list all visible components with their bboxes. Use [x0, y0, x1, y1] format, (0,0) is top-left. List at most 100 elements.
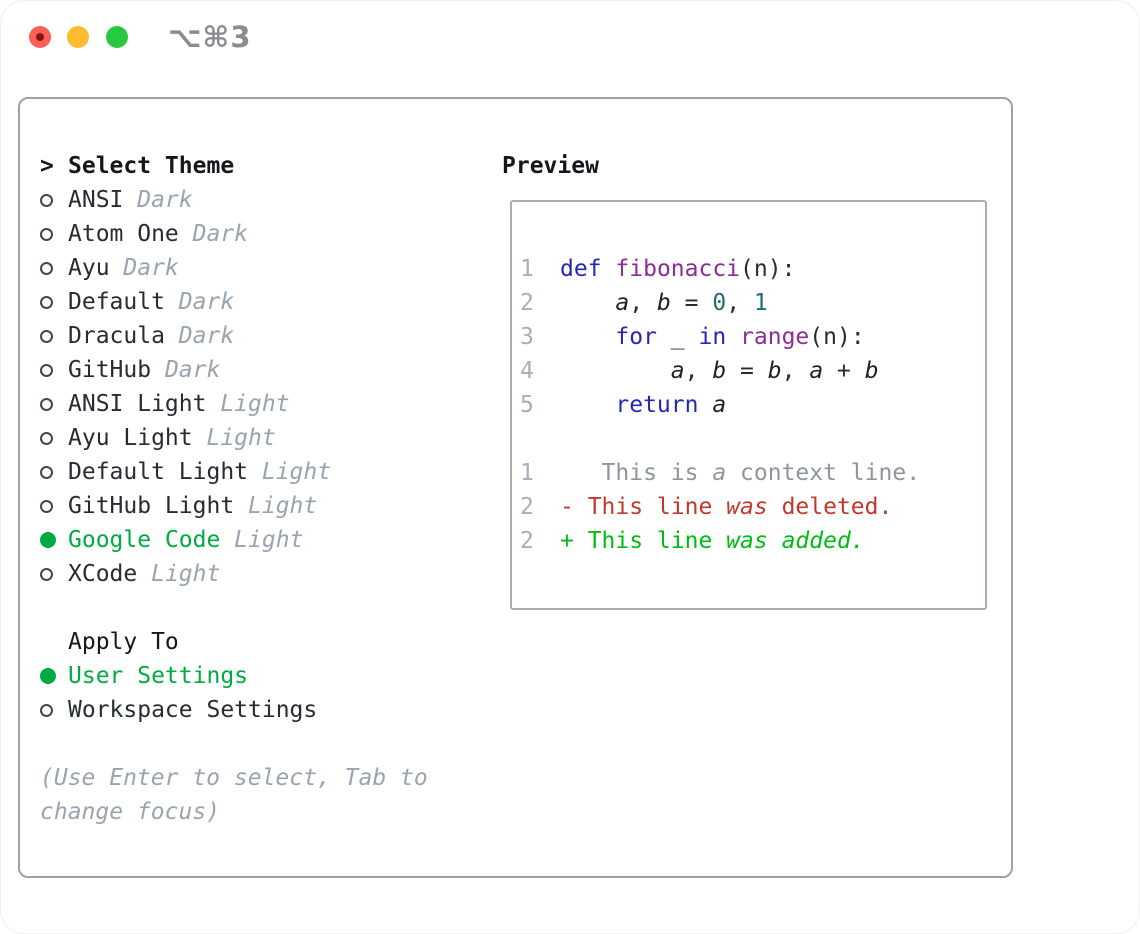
bullet-column	[40, 329, 68, 343]
theme-variant-label: Dark	[164, 323, 235, 349]
theme-option[interactable]: Google Code Light	[40, 523, 480, 557]
radio-icon[interactable]	[40, 703, 53, 717]
radio-icon[interactable]	[40, 499, 53, 513]
theme-option[interactable]: XCode Light	[40, 557, 480, 591]
theme-option[interactable]: GitHub Light Light	[40, 489, 480, 523]
theme-option[interactable]: Atom One Dark	[40, 217, 480, 251]
radio-icon[interactable]	[40, 329, 53, 343]
option-label: ANSI	[68, 187, 124, 213]
bullet-column	[40, 532, 68, 548]
option-label: XCode	[68, 561, 138, 587]
radio-icon[interactable]	[40, 567, 53, 581]
theme-option[interactable]: Dracula Dark	[40, 319, 480, 353]
radio-icon[interactable]	[40, 193, 53, 207]
diff-preview-block: 1 This is a context line. 2 - This line wa…	[520, 456, 985, 558]
theme-variant-label: Light	[192, 425, 276, 451]
line-content: - This line was deleted.	[560, 494, 893, 520]
theme-variant-label: Light	[248, 459, 332, 485]
close-button[interactable]	[29, 26, 51, 48]
theme-option[interactable]: ANSI Light Light	[40, 387, 480, 421]
radio-icon[interactable]	[40, 227, 53, 241]
option-label: Default Light	[68, 459, 249, 485]
theme-option[interactable]: Ayu Light Light	[40, 421, 480, 455]
cursor-arrow-icon: >	[40, 153, 54, 179]
line-content: return a	[615, 392, 727, 418]
minimize-button[interactable]	[67, 26, 89, 48]
bullet-column	[40, 363, 68, 377]
keyboard-hint-text: (Use Enter to select, Tab to change focu…	[40, 765, 428, 825]
option-label: Workspace Settings	[68, 697, 318, 723]
theme-variant-label: Dark	[164, 289, 235, 315]
selected-radio-icon[interactable]	[40, 532, 56, 548]
radio-icon[interactable]	[40, 465, 53, 479]
selected-radio-icon[interactable]	[40, 668, 56, 684]
option-label: Atom One	[68, 221, 179, 247]
theme-variant-label: Dark	[109, 255, 179, 281]
theme-variant-label: Dark	[123, 187, 193, 213]
bullet-column	[40, 567, 68, 581]
apply-to-option[interactable]: User Settings	[40, 659, 480, 693]
line-number: 2	[520, 494, 534, 520]
line-number: 2	[520, 528, 534, 554]
radio-icon[interactable]	[40, 363, 53, 377]
option-label: Default	[68, 289, 165, 315]
bullet-column	[40, 193, 68, 207]
bullet-column	[40, 261, 68, 275]
apply-to-title: Apply To	[68, 629, 179, 655]
zoom-button[interactable]	[106, 26, 128, 48]
bullet-column	[40, 703, 68, 717]
theme-variant-label: Light	[206, 391, 290, 417]
diff-line: 1 This is a context line.	[520, 456, 985, 490]
radio-icon[interactable]	[40, 261, 53, 275]
bullet-column	[40, 465, 68, 479]
bullet-column	[40, 397, 68, 411]
line-content: This is a context line.	[560, 460, 921, 486]
preview-pane: 1 def fibonacci(n): 2 a, b = 0, 1 3 for _ i…	[510, 200, 987, 610]
code-preview-block: 1 def fibonacci(n): 2 a, b = 0, 1 3 for _ i…	[520, 252, 985, 422]
theme-option[interactable]: GitHub Dark	[40, 353, 480, 387]
theme-variant-label: Dark	[178, 221, 249, 247]
theme-option[interactable]: Ayu Dark	[40, 251, 480, 285]
line-content: for _ in range(n):	[615, 324, 865, 350]
option-label: ANSI Light	[68, 391, 207, 417]
bullet-column	[40, 668, 68, 684]
select-theme-title: Select Theme	[68, 153, 235, 179]
code-line: 1 def fibonacci(n):	[520, 252, 985, 286]
theme-variant-label: Dark	[151, 357, 221, 383]
line-content: a, b = b, a + b	[670, 358, 879, 384]
line-number: 2	[520, 290, 534, 316]
theme-option[interactable]: Default Dark	[40, 285, 480, 319]
window-shortcut-label: ⌥⌘3	[168, 20, 252, 54]
radio-icon[interactable]	[40, 431, 53, 445]
line-number: 3	[520, 324, 534, 350]
title-bar: ⌥⌘3	[0, 0, 1140, 74]
code-line: 3 for _ in range(n):	[520, 320, 985, 354]
option-label: Ayu Light	[68, 425, 193, 451]
code-line: 4 a, b = b, a + b	[520, 354, 985, 388]
theme-variant-label: Light	[234, 493, 318, 519]
line-number: 1	[520, 460, 534, 486]
line-content: a, b = 0, 1	[615, 290, 768, 316]
theme-option[interactable]: Default Light Light	[40, 455, 480, 489]
bullet-column	[40, 431, 68, 445]
bullet-column	[40, 499, 68, 513]
option-label: User Settings	[68, 663, 249, 689]
apply-to-header: Apply To	[40, 625, 480, 659]
line-number: 1	[520, 256, 534, 282]
bullet-column	[40, 295, 68, 309]
radio-icon[interactable]	[40, 397, 53, 411]
diff-line: 2 - This line was deleted.	[520, 490, 985, 524]
apply-to-option[interactable]: Workspace Settings	[40, 693, 480, 727]
line-content: def fibonacci(n):	[560, 256, 796, 282]
theme-option[interactable]: ANSI Dark	[40, 183, 480, 217]
radio-icon[interactable]	[40, 295, 53, 309]
option-label: GitHub Light	[68, 493, 235, 519]
line-number: 5	[520, 392, 534, 418]
line-number: 4	[520, 358, 534, 384]
theme-variant-label: Light	[137, 561, 221, 587]
line-content: + This line was added.	[560, 528, 865, 554]
